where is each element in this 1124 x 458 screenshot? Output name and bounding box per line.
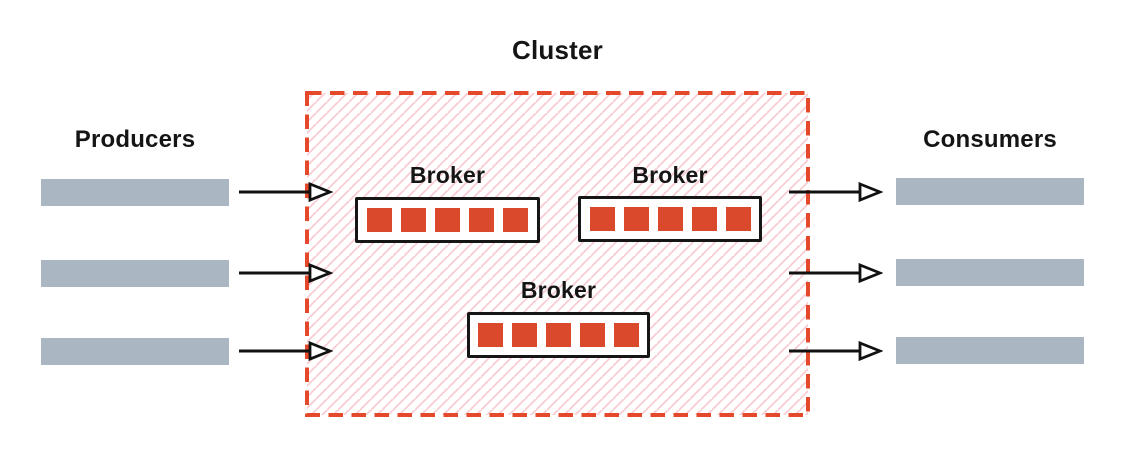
consumer-arrow-icon (789, 340, 883, 362)
producer-arrow-icon (239, 262, 333, 284)
partition-square (435, 208, 460, 232)
partition-square (691, 207, 717, 231)
partition-square (512, 323, 537, 347)
consumer-streams (896, 178, 1084, 364)
partition-square (725, 207, 751, 231)
consumer-stream-bar (896, 259, 1084, 286)
broker-box (467, 312, 650, 358)
partition-square (367, 208, 392, 232)
producer-streams (41, 179, 229, 365)
producer-stream-bar (41, 338, 229, 365)
producer-stream-bar (41, 179, 229, 206)
consumers-label: Consumers (923, 126, 1057, 153)
partition-square (657, 207, 683, 231)
partition-square (469, 208, 494, 232)
producers-label: Producers (74, 126, 196, 153)
producer-stream-bar (41, 260, 229, 287)
broker-label: Broker (409, 162, 486, 188)
broker-box (578, 196, 762, 242)
partition-square (401, 208, 426, 232)
producer-arrow-icon (239, 181, 333, 203)
partition-square (623, 207, 649, 231)
consumer-arrow-icon (789, 262, 883, 284)
partition-square (546, 323, 571, 347)
partition-square (580, 323, 605, 347)
broker-label: Broker (632, 162, 708, 188)
consumer-arrow-icon (789, 181, 883, 203)
partition-square (589, 207, 615, 231)
partition-square (614, 323, 639, 347)
broker-label: Broker (520, 277, 597, 303)
cluster-title: Cluster (512, 35, 603, 65)
broker-box (355, 197, 540, 243)
cluster-boundary (305, 91, 810, 417)
consumer-stream-bar (896, 178, 1084, 205)
producer-arrow-icon (239, 340, 333, 362)
partition-square (503, 208, 528, 232)
partition-square (478, 323, 503, 347)
cluster-dashed-border (305, 91, 810, 417)
consumer-stream-bar (896, 337, 1084, 364)
